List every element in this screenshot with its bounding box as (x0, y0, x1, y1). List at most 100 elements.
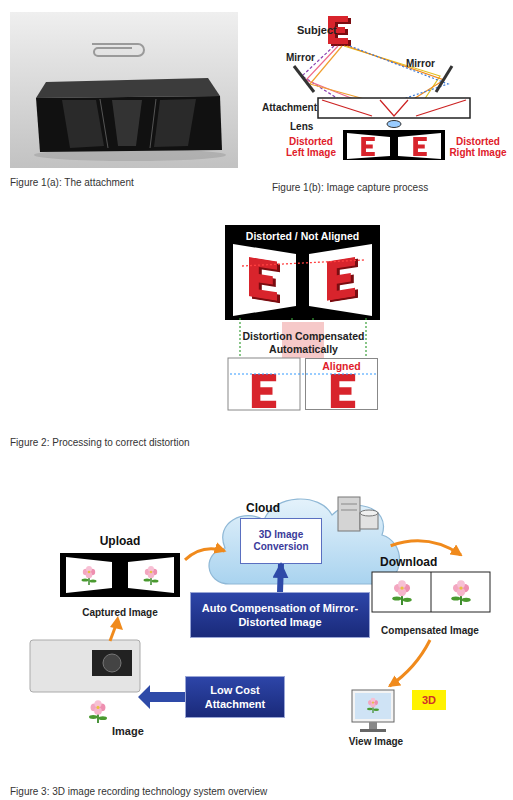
figure-caption: Figure 1(a): The attachment (10, 177, 134, 188)
letter (331, 374, 355, 408)
light-ray (347, 46, 444, 100)
lens (387, 121, 401, 128)
step-heading: Download (380, 555, 437, 569)
letter-shadow (252, 259, 280, 303)
image-panel (398, 133, 441, 159)
photo-background (10, 12, 238, 168)
pointer-arrow (138, 685, 185, 709)
image-panel (128, 557, 174, 593)
cloud-shape: Cloud 3D Image Conversion (200, 488, 405, 593)
monitor-stand (369, 722, 377, 729)
compensated-image (372, 572, 490, 612)
attachment-photo (10, 12, 238, 168)
image-caption: Compensated Image (368, 625, 492, 636)
server-slot (341, 510, 357, 511)
image-label: Distorted Right Image (446, 136, 510, 158)
camera-lens (103, 654, 121, 672)
server-icon (338, 497, 360, 531)
arrow-head (110, 616, 123, 630)
part-label: Subject (297, 24, 337, 36)
image-caption: View Image (342, 736, 410, 747)
flower (89, 700, 107, 723)
alignment-guide (239, 318, 240, 358)
attachment-outline (318, 98, 470, 118)
image-panel (309, 244, 372, 316)
letter (249, 257, 277, 301)
distorted-image-panel: Distorted / Not Aligned (225, 225, 380, 320)
flower (144, 566, 159, 585)
skewed-letter (327, 257, 358, 303)
upload-arrow (110, 625, 116, 641)
panel-divider (431, 572, 432, 612)
display-group: View Image (342, 686, 410, 748)
sensor-image (343, 130, 445, 160)
feature-label: Low Cost Attachment (192, 683, 278, 711)
inner-mirror (380, 100, 408, 116)
flow-arrow (185, 549, 225, 560)
panel-heading: Distorted / Not Aligned (225, 230, 380, 242)
figure-caption: Figure 3: 3D image recording technology … (10, 786, 267, 797)
light-ray (350, 46, 448, 100)
alignment-guide (230, 373, 376, 374)
inner-mirror (322, 100, 372, 116)
mirror (436, 66, 452, 92)
image-panel (66, 557, 112, 593)
process-note: Distortion Compensated Automatically (226, 330, 381, 356)
feature-label: Auto Compensation of Mirror-Distorted Im… (197, 601, 363, 629)
prism-face (154, 99, 196, 147)
flower (82, 566, 97, 585)
image-panel (233, 244, 296, 316)
image-label: Distorted Left Image (280, 136, 342, 158)
inner-mirror (416, 100, 466, 116)
mirror (294, 66, 314, 92)
flow-arrow (390, 640, 430, 686)
part-label: Attachment (262, 102, 317, 113)
cloud-path (209, 499, 399, 584)
letter (252, 374, 276, 408)
part-label: Mirror (406, 58, 435, 69)
feature-box: Low Cost Attachment (185, 676, 285, 718)
part-label: Lens (290, 121, 313, 132)
flow-arrow (280, 564, 281, 592)
prism-face (112, 100, 142, 146)
monitor-screen (355, 693, 391, 719)
paperclip (92, 44, 144, 56)
flower (392, 580, 412, 605)
image-letter (413, 137, 427, 156)
letter-shadow (330, 259, 358, 303)
image-caption: Captured Image (55, 607, 185, 618)
distortion-drawing (228, 244, 376, 410)
camera-photo (30, 640, 140, 692)
edge-highlight (150, 99, 156, 148)
shadow (34, 149, 226, 161)
aligned-tag: Aligned (306, 360, 377, 372)
feature-box: Auto Compensation of Mirror-Distorted Im… (190, 592, 370, 638)
figure-caption: Figure 1(b): Image capture process (272, 182, 428, 193)
conversion-box: 3D Image Conversion (240, 518, 322, 564)
image-caption: Image (112, 725, 144, 737)
server-slot (341, 504, 357, 505)
attachment-front (36, 96, 222, 152)
monitor (352, 690, 394, 722)
light-ray (310, 46, 368, 100)
badge-box: 3D (412, 690, 446, 710)
light-ray (344, 46, 440, 100)
cloud-title: Cloud (246, 501, 280, 515)
image-panel (347, 133, 390, 159)
attachment-top (36, 78, 220, 98)
process-label: 3D Image Conversion (241, 529, 321, 553)
camera-attachment (92, 650, 132, 676)
storage-icon (360, 513, 378, 529)
flower (451, 580, 471, 605)
image-letter (361, 137, 375, 156)
part-label: Mirror (286, 52, 315, 63)
aligned-image-box: Aligned (305, 358, 378, 410)
monitor-base (360, 729, 386, 732)
letter (327, 257, 355, 301)
flow-arrow (391, 541, 461, 555)
prism-face (62, 100, 104, 148)
alignment-guide (365, 318, 366, 358)
